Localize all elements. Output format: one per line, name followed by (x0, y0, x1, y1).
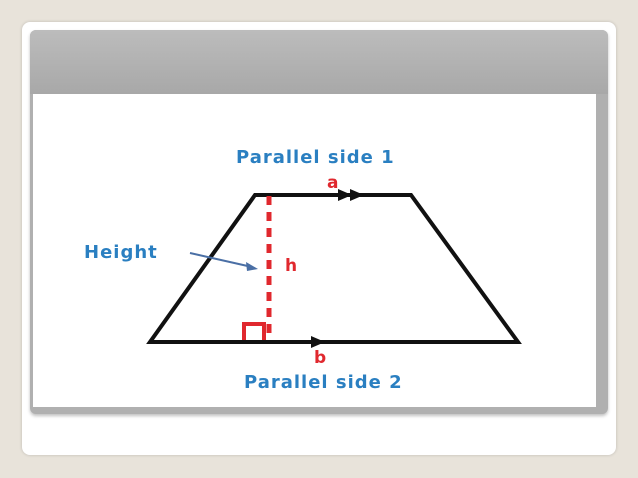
height-pointer-arrow (189, 252, 253, 268)
bottom-side-label: Parallel side 2 (244, 372, 403, 393)
diagram-canvas (33, 94, 596, 407)
height-label: Height (84, 242, 158, 263)
right-angle-marker (242, 322, 266, 340)
bottom-parallel-arrow-icon (311, 336, 325, 348)
side-a-label: a (327, 173, 338, 193)
slide-header-bar (30, 30, 608, 94)
top-side-label: Parallel side 1 (236, 147, 395, 168)
slide-frame (30, 30, 608, 414)
height-pointer-arrowhead-icon (246, 262, 258, 271)
side-h-label: h (285, 256, 297, 276)
trapezium-shape (146, 193, 522, 344)
top-parallel-arrow-icon (338, 189, 364, 201)
side-b-label: b (314, 348, 326, 368)
slide (22, 22, 616, 455)
